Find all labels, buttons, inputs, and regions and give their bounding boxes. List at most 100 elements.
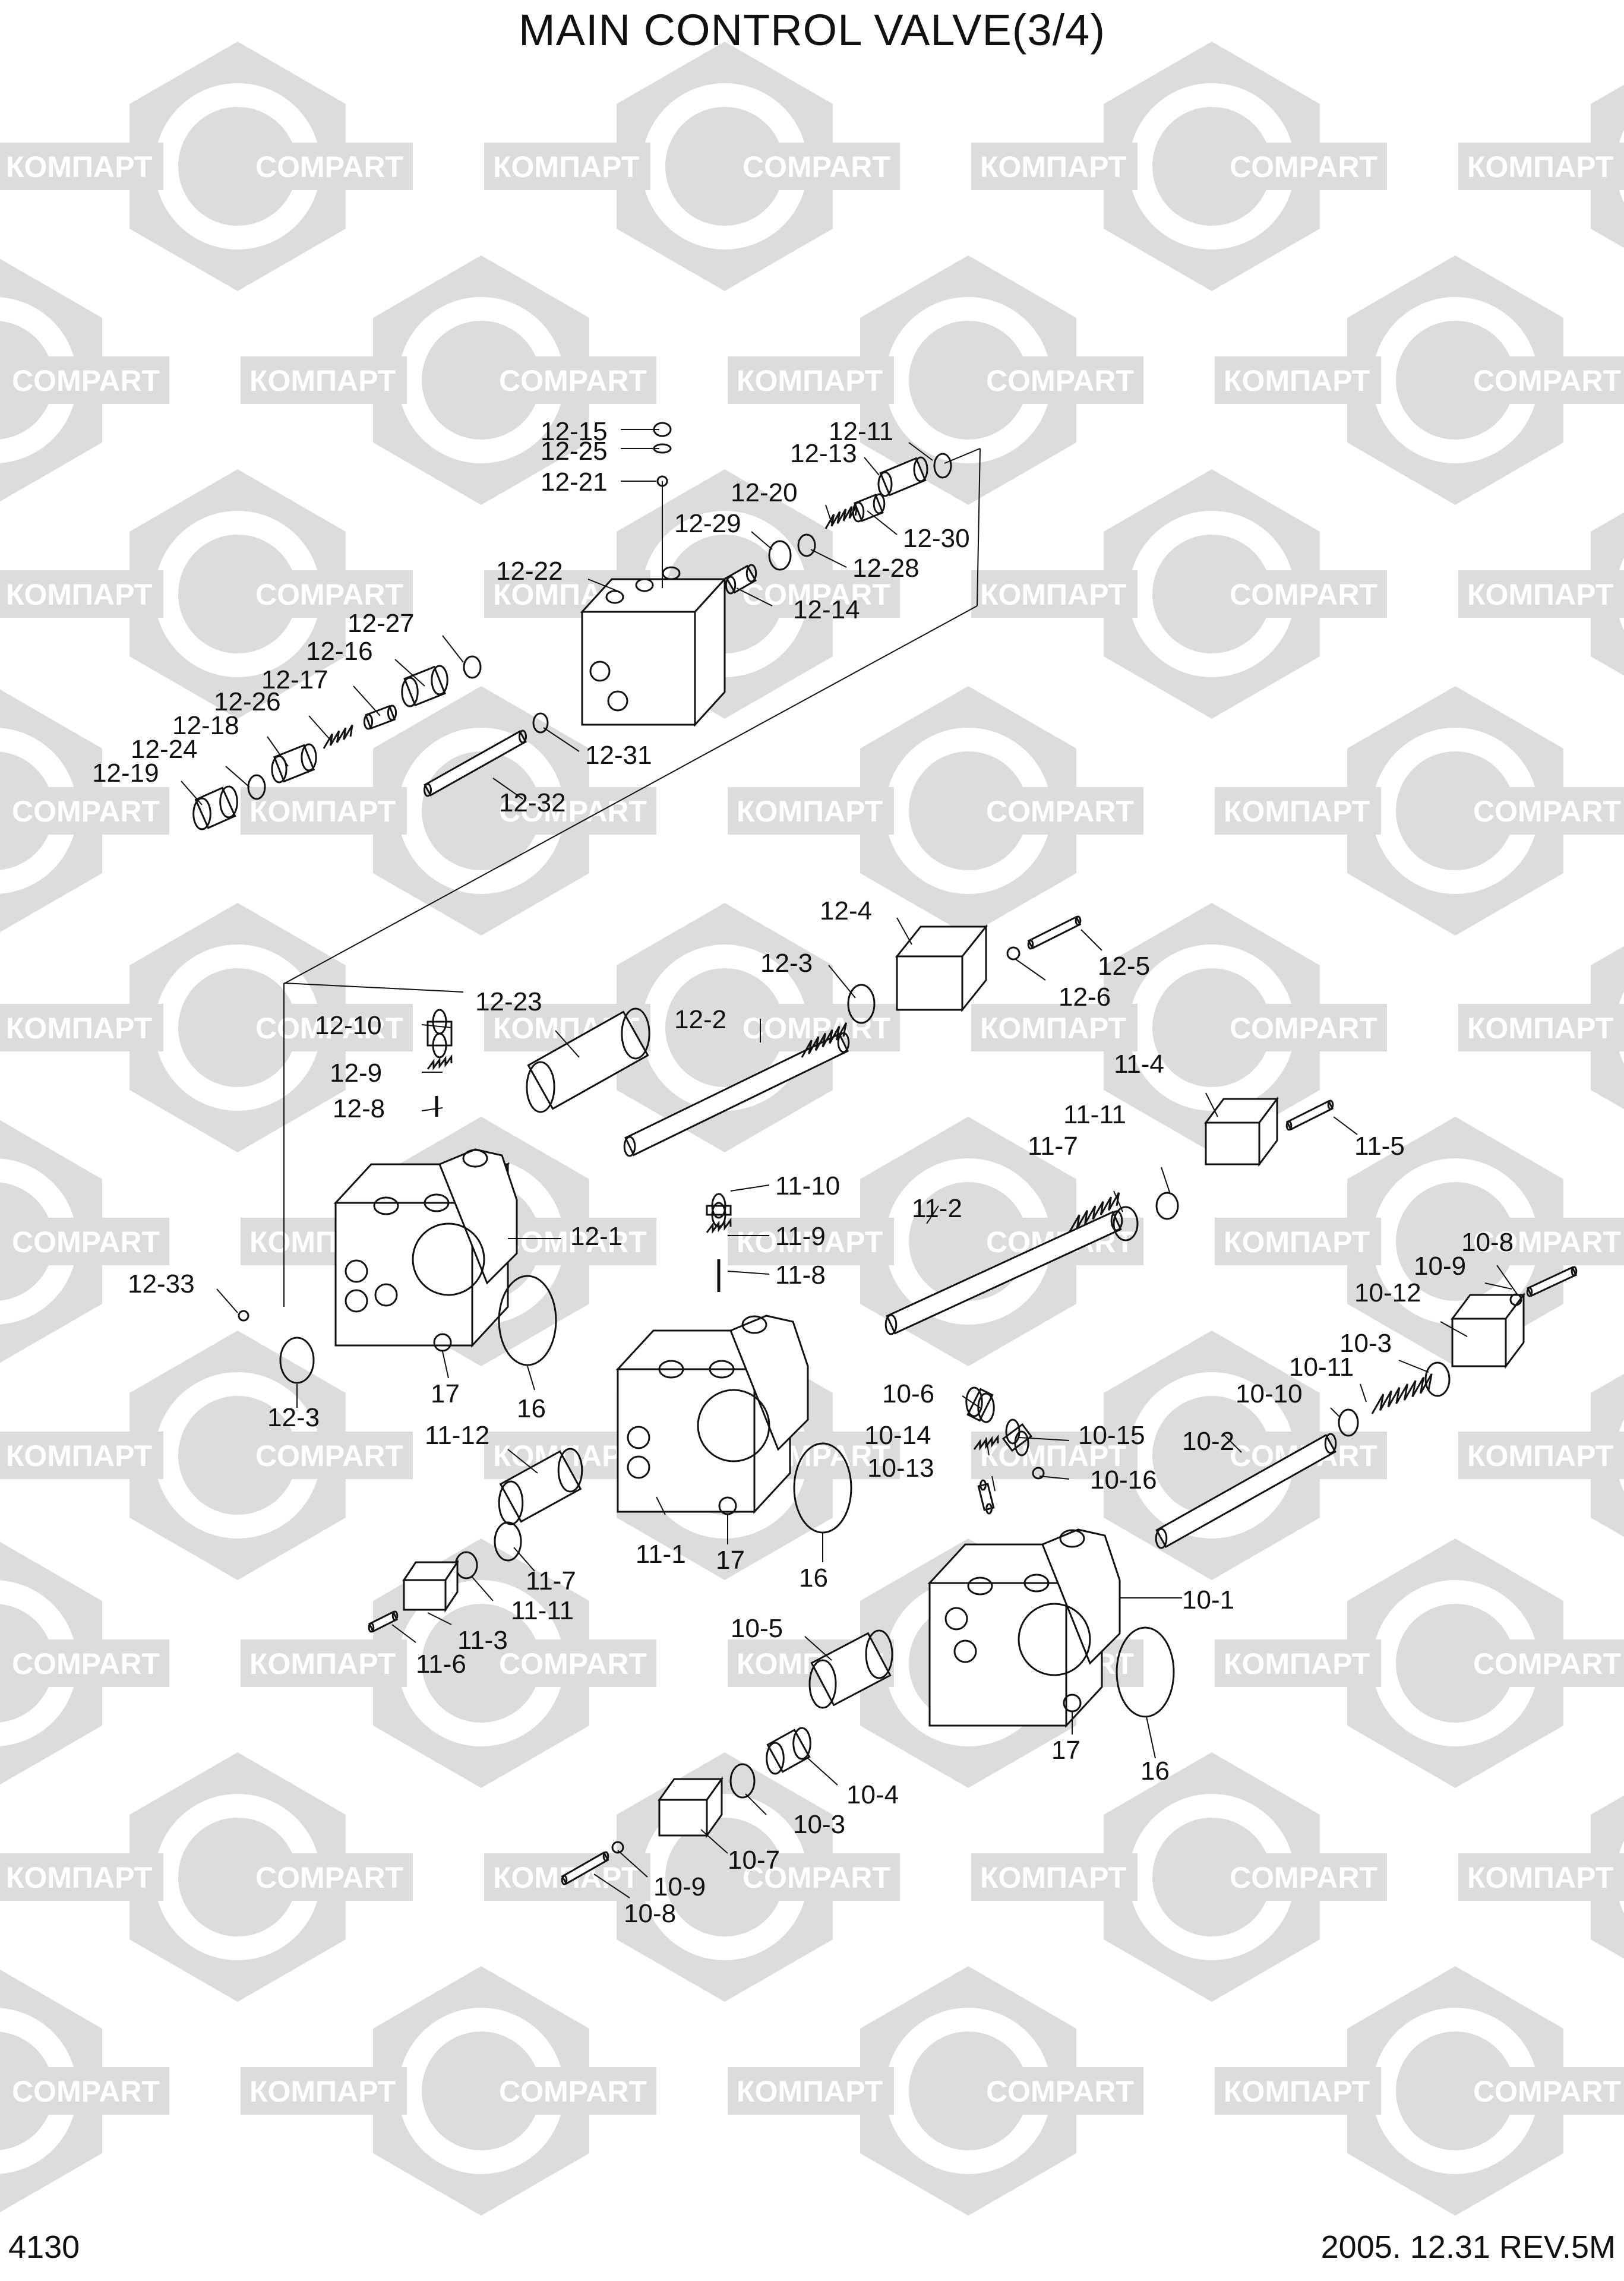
leader-line [828,965,856,999]
cover-11-3-side [444,1559,459,1613]
watermark-text: COMPART [12,2075,160,2108]
spring-11-9 [706,1217,732,1234]
spool-block-10-1-boss [1041,1528,1121,1665]
watermark-text: COMPART [255,1439,403,1473]
watermark-text: КОМПАРТ [980,1861,1126,1894]
o-ring-12-31 [532,712,549,734]
leader-line [896,917,912,945]
poppet-12-30 [854,494,884,522]
port [741,1315,767,1334]
piston-11-12-end [557,1448,583,1493]
leader-line [1113,1190,1123,1212]
callout-label: 11-9 [775,1222,826,1251]
callout-label: 11-12 [425,1421,490,1450]
port [589,661,611,682]
leader-line [908,442,933,461]
bolt-11-5 [1285,1100,1334,1131]
bolt-12-32 [424,730,527,797]
watermark-text: КОМПАРТ [249,2075,396,2108]
port [944,1607,968,1631]
watermark-text: КОМПАРТ [980,578,1126,611]
callout-label: 11-11 [1063,1100,1127,1129]
watermark-text: КОМПАРТ [6,1439,152,1473]
callout-label: 10-3 [793,1810,846,1839]
watermark-text: COMPART [255,150,403,184]
sleeve-12-13 [879,457,927,497]
callout-label: 12-26 [214,687,281,716]
bolt-12-5-end [1027,939,1034,950]
callout-label: 12-21 [541,467,608,497]
port [424,1193,450,1212]
spool-11-2-thread [1068,1192,1120,1233]
watermark-text: КОМПАРТ [1467,1861,1613,1894]
leader-line [527,1366,535,1391]
callout-label: 12-3 [267,1403,320,1432]
watermark-text: COMPART [499,1647,647,1680]
callout-label: 11-3 [457,1626,508,1655]
o-ring-11-11 [1155,1192,1179,1220]
leader-line [745,1793,767,1815]
leader-line [216,1288,238,1313]
sleeve-12-18-end [301,743,317,772]
cap-11-10-end [711,1193,726,1219]
watermark-text: КОМПАРТ [249,795,396,828]
port [605,590,624,604]
watermark-text: КОМПАРТ [980,1012,1126,1045]
watermark-text: COMPART [986,795,1134,828]
cover-11-4 [1205,1121,1260,1165]
o-ring-17 [718,1496,737,1515]
cover-10-7 [658,1799,708,1837]
port [967,1577,993,1596]
callout-label: 12-14 [793,595,860,624]
leader-line [1146,1716,1156,1759]
watermark-text: COMPART [1230,150,1377,184]
port [658,1360,684,1379]
spool-12-2 [624,1032,849,1157]
leader-line [1161,1167,1171,1195]
port [345,1289,368,1313]
callout-label: 12-6 [1059,982,1111,1012]
callout-label: 12-2 [674,1005,727,1034]
o-ring-17 [433,1333,452,1352]
pin-10-13-end [980,1479,987,1491]
page-number: 4130 [8,2229,80,2265]
o-ring-12-11 [933,453,952,479]
leader-line [736,587,773,606]
leader-line [492,778,523,800]
piston-12-23-end [526,1061,555,1113]
callout-label: 10-14 [864,1421,931,1450]
callout-label: 12-8 [333,1094,386,1123]
leader-line [926,1205,939,1224]
leader-line [181,781,203,805]
bolt-10-8-end [602,1851,609,1862]
piston-12-17 [364,704,396,730]
watermark-text: КОМПАРТ [1467,1012,1613,1045]
watermark-text: КОМПАРТ [980,150,1126,184]
port [627,1455,650,1479]
callout-label: 10-12 [1354,1278,1421,1307]
o-ring-16 [1116,1626,1175,1718]
callout-label: 12-20 [731,478,798,507]
watermark-text: КОМПАРТ [493,150,639,184]
cover-10-7-side [706,1776,723,1838]
callout-label: 17 [431,1379,460,1408]
leader-line [656,1496,666,1515]
poppet-12-30-end [852,501,865,523]
leader-line [442,635,464,663]
spool-10-2-end [1155,1528,1168,1549]
watermark-text: КОМПАРТ [1224,364,1370,397]
callout-label: 12-28 [852,554,920,583]
